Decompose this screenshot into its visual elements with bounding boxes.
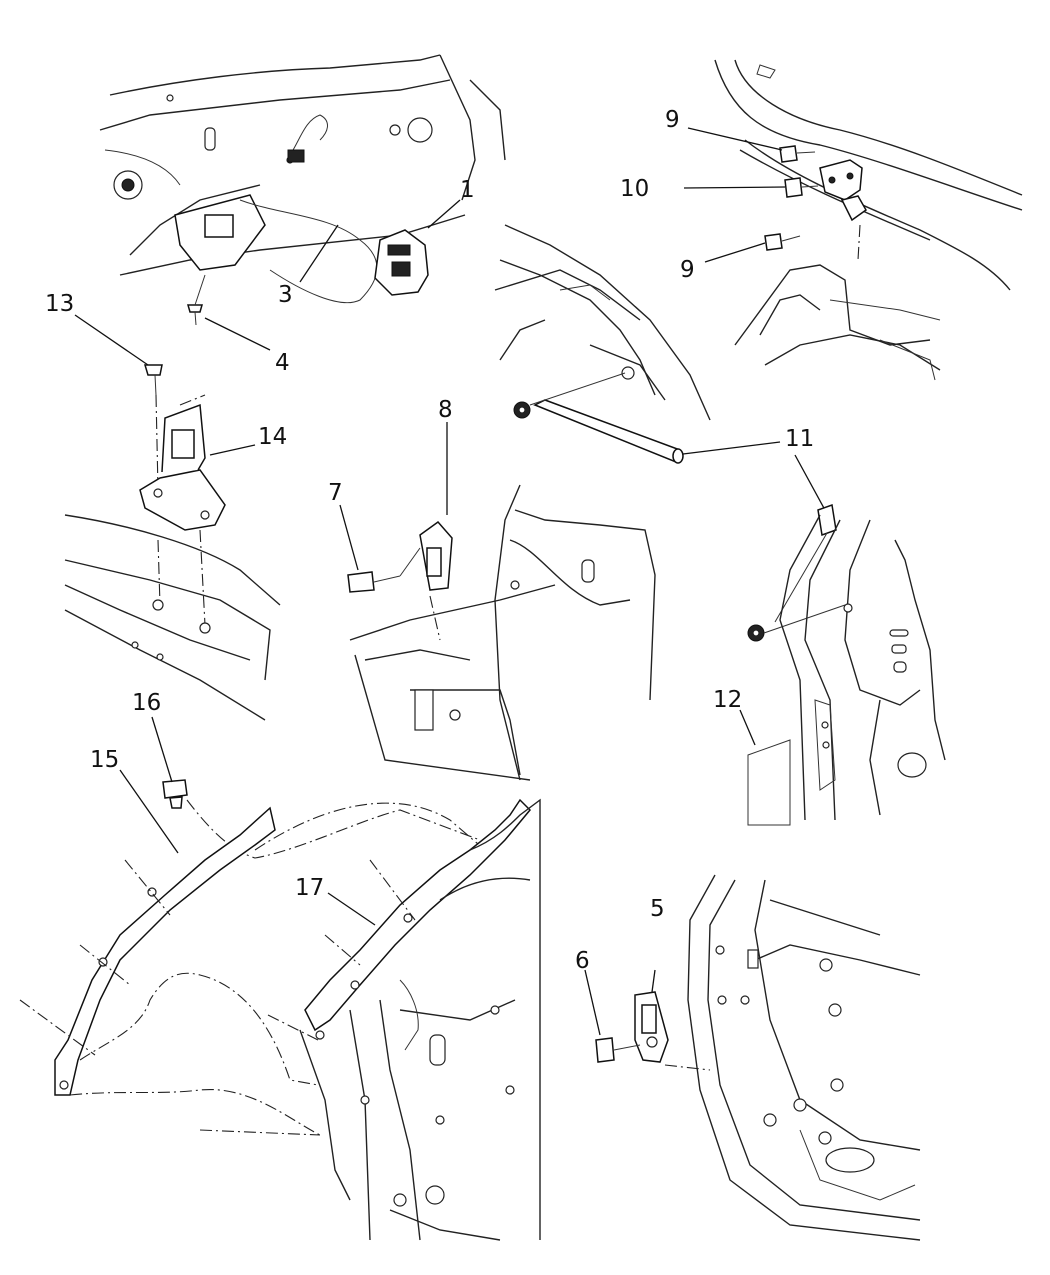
callout-7: 7 (328, 480, 343, 506)
latch-assembly-view (99, 54, 506, 326)
hinge-view (714, 59, 1023, 381)
callout-3: 3 (278, 282, 293, 308)
callout-13: 13 (45, 291, 74, 317)
callout-14: 14 (258, 424, 287, 450)
callout-17: 17 (295, 875, 324, 901)
callout-4: 4 (275, 350, 290, 376)
callout-9-bottom: 9 (680, 257, 695, 283)
callout-16: 16 (132, 690, 161, 716)
callout-6: 6 (575, 948, 590, 974)
door-bumper-view (595, 874, 921, 1241)
callout-9-top: 9 (665, 107, 680, 133)
prop-strut-view (494, 224, 711, 464)
callout-11: 11 (785, 426, 814, 452)
callout-15: 15 (90, 747, 119, 773)
striker-bracket-view (64, 364, 281, 721)
pillar-view (747, 503, 946, 826)
wheelhouse-liner-view (19, 779, 486, 1136)
callout-1: 1 (460, 177, 475, 203)
callout-5: 5 (650, 896, 665, 922)
callout-12: 12 (713, 687, 742, 713)
callout-10: 10 (620, 176, 649, 202)
bumper-mount-view (347, 484, 656, 781)
callout-8: 8 (438, 397, 453, 423)
arch-trim-view (199, 798, 541, 1241)
